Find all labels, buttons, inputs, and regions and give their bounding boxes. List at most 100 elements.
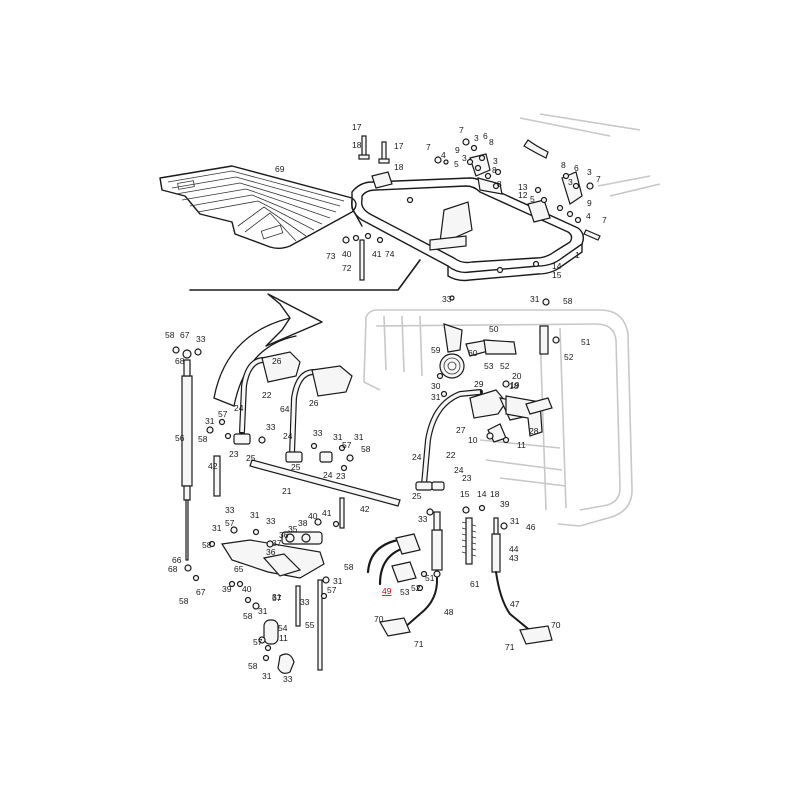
part-label-30: 30 bbox=[431, 381, 441, 391]
part-label-67: 67 bbox=[196, 587, 206, 597]
part-label-42: 42 bbox=[208, 461, 218, 471]
part-label-3: 3 bbox=[568, 177, 573, 187]
part-label-4: 4 bbox=[441, 150, 446, 160]
part-label-58: 58 bbox=[248, 661, 258, 671]
part-label-56: 56 bbox=[175, 433, 185, 443]
fasteners-left bbox=[172, 295, 560, 662]
part-label-58: 58 bbox=[361, 444, 371, 454]
part-label-41: 41 bbox=[322, 508, 332, 518]
part-label-58: 58 bbox=[179, 596, 189, 606]
part-label-67: 67 bbox=[180, 330, 190, 340]
part-label-24: 24 bbox=[412, 452, 422, 462]
part-label-64: 64 bbox=[280, 404, 290, 414]
part-label-33: 33 bbox=[225, 505, 235, 515]
part-label-31: 31 bbox=[250, 510, 260, 520]
part-label-71: 71 bbox=[414, 639, 424, 649]
left-pedals bbox=[233, 351, 353, 463]
part-label-33: 33 bbox=[442, 294, 452, 304]
part-label-3: 3 bbox=[587, 167, 592, 177]
part-label-18: 18 bbox=[352, 140, 362, 150]
part-label-31: 31 bbox=[431, 392, 441, 402]
part-label-24: 24 bbox=[283, 431, 293, 441]
cable-lever bbox=[366, 533, 421, 586]
part-label-15: 15 bbox=[460, 489, 470, 499]
part-label-74: 74 bbox=[385, 249, 395, 259]
part-label-43: 43 bbox=[509, 553, 519, 563]
part-label-7: 7 bbox=[459, 125, 464, 135]
part-label-68: 68 bbox=[168, 564, 178, 574]
part-label-57: 57 bbox=[253, 637, 263, 647]
part-label-53: 53 bbox=[400, 587, 410, 597]
part-label-7: 7 bbox=[602, 215, 607, 225]
part-label-46: 46 bbox=[526, 522, 536, 532]
part-label-39: 39 bbox=[222, 584, 232, 594]
part-label-36: 36 bbox=[279, 530, 289, 540]
part-label-50: 50 bbox=[489, 324, 499, 334]
part-label-59: 59 bbox=[431, 345, 441, 355]
part-label-21: 21 bbox=[282, 486, 292, 496]
part-label-7: 7 bbox=[596, 174, 601, 184]
part-label-31: 31 bbox=[333, 432, 343, 442]
part-label-25: 25 bbox=[246, 453, 256, 463]
part-label-33: 33 bbox=[266, 516, 276, 526]
part-label-40: 40 bbox=[242, 584, 252, 594]
part-label-9: 9 bbox=[455, 145, 460, 155]
part-label-31: 31 bbox=[258, 606, 268, 616]
part-label-54: 54 bbox=[278, 623, 288, 633]
footboard-frame bbox=[351, 113, 661, 282]
main-shaft bbox=[213, 455, 401, 529]
part-label-40: 40 bbox=[342, 249, 352, 259]
part-label-57: 57 bbox=[327, 585, 337, 595]
part-label-58: 58 bbox=[165, 330, 175, 340]
part-label-15: 15 bbox=[552, 270, 562, 280]
part-label-6: 6 bbox=[574, 163, 579, 173]
part-label-8: 8 bbox=[497, 179, 502, 189]
part-label-55: 55 bbox=[305, 620, 315, 630]
part-label-58: 58 bbox=[563, 296, 573, 306]
part-label-36: 36 bbox=[266, 547, 276, 557]
part-label-33: 33 bbox=[196, 334, 206, 344]
part-label-23: 23 bbox=[462, 473, 472, 483]
part-label-57: 57 bbox=[218, 409, 228, 419]
part-label-52: 52 bbox=[500, 361, 510, 371]
part-label-58: 58 bbox=[198, 434, 208, 444]
fasteners-top bbox=[342, 135, 601, 281]
part-label-12: 12 bbox=[518, 190, 528, 200]
part-label-58: 58 bbox=[202, 540, 212, 550]
part-label-52: 52 bbox=[411, 583, 421, 593]
part-label-58: 58 bbox=[344, 562, 354, 572]
part-label-69: 69 bbox=[275, 164, 285, 174]
part-label-31: 31 bbox=[262, 671, 272, 681]
part-label-24: 24 bbox=[323, 470, 333, 480]
part-label-57: 57 bbox=[342, 440, 352, 450]
part-label-41: 41 bbox=[372, 249, 382, 259]
part-label-60: 60 bbox=[468, 348, 478, 358]
part-label-20: 20 bbox=[512, 371, 522, 381]
part-label-44: 44 bbox=[509, 544, 519, 554]
part-label-31: 31 bbox=[333, 576, 343, 586]
part-label-28: 28 bbox=[529, 426, 539, 436]
part-label-49[interactable]: 49 bbox=[382, 586, 392, 596]
part-label-40: 40 bbox=[308, 511, 318, 521]
part-label-33: 33 bbox=[266, 422, 276, 432]
part-label-35: 35 bbox=[288, 524, 298, 534]
part-label-5: 5 bbox=[530, 194, 535, 204]
part-label-71: 71 bbox=[505, 642, 515, 652]
part-label-23: 23 bbox=[229, 449, 239, 459]
part-label-29: 29 bbox=[474, 379, 484, 389]
part-label-18: 18 bbox=[509, 381, 519, 391]
part-label-18: 18 bbox=[394, 162, 404, 172]
part-label-51: 51 bbox=[581, 337, 591, 347]
part-label-9: 9 bbox=[587, 198, 592, 208]
part-label-26: 26 bbox=[309, 398, 319, 408]
part-label-72: 72 bbox=[342, 263, 352, 273]
part-label-70: 70 bbox=[551, 620, 561, 630]
part-label-17: 17 bbox=[394, 141, 404, 151]
part-label-33: 33 bbox=[313, 428, 323, 438]
part-label-8: 8 bbox=[492, 165, 497, 175]
part-label-52: 52 bbox=[564, 352, 574, 362]
part-label-8: 8 bbox=[561, 160, 566, 170]
part-label-33: 33 bbox=[418, 514, 428, 524]
part-label-24: 24 bbox=[234, 403, 244, 413]
